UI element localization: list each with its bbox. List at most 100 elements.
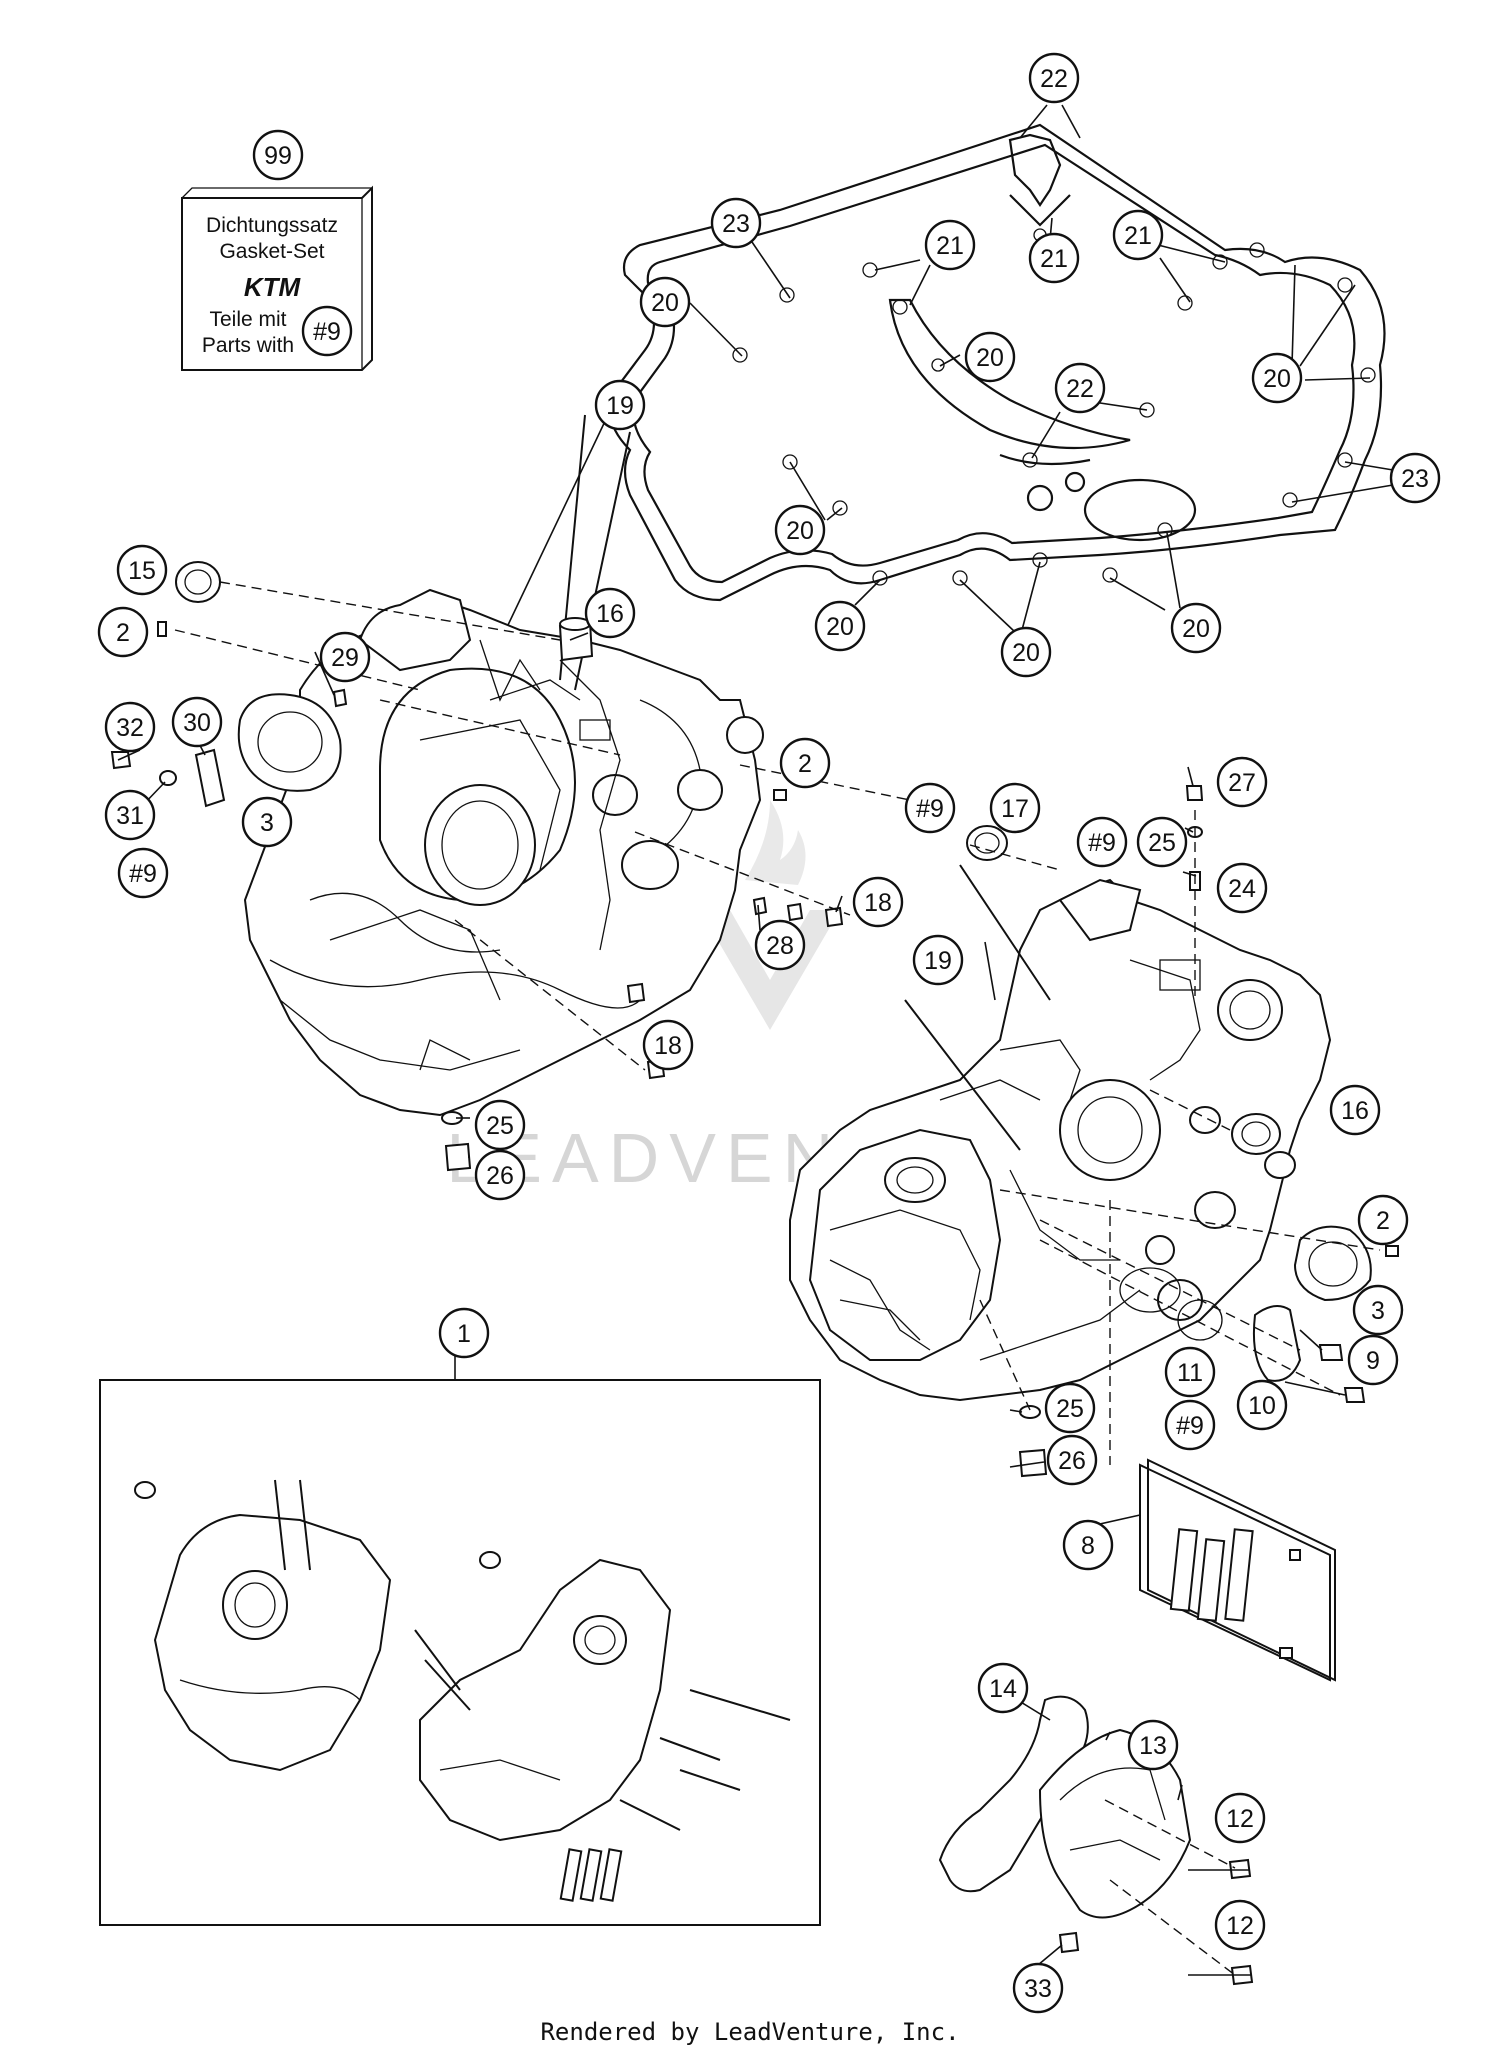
callout-20g (1170, 602, 1222, 654)
callout-15 (116, 544, 168, 596)
callout-20g-label: 20 (1182, 615, 1210, 643)
kit-ref-label: #9 (313, 318, 341, 346)
callout-28-label: 28 (766, 932, 794, 960)
callout-17-label: 17 (1001, 795, 1029, 823)
callout-20b (964, 331, 1016, 383)
callout-28 (754, 919, 806, 971)
callout-20c-label: 20 (1263, 365, 1291, 393)
callout-2a-label: 2 (116, 619, 130, 647)
callout-16b (1329, 1084, 1381, 1136)
callout-1-label: 1 (457, 1320, 471, 1348)
callout-20a (639, 276, 691, 328)
callout-12a-label: 12 (1226, 1805, 1254, 1833)
callouts: 99 22 23 21 21 21 20 20 20 22 23 20 20 2… (97, 52, 1441, 2014)
callout-20e-label: 20 (826, 613, 854, 641)
callout-12b (1214, 1899, 1266, 1951)
callout-23b-label: 23 (1401, 465, 1429, 493)
callout-3a (241, 796, 293, 848)
callout-25b (474, 1099, 526, 1151)
callout-27-label: 27 (1228, 769, 1256, 797)
callout-23a-label: 23 (722, 210, 750, 238)
kit-line-3: Teile mit (209, 308, 286, 331)
callout-13 (1127, 1719, 1179, 1771)
callout-20e (814, 600, 866, 652)
sprocket-cover-parts (938, 1695, 1254, 1986)
callout-15-label: 15 (128, 557, 156, 585)
callout-11 (1164, 1346, 1216, 1398)
callout-3a-label: 3 (260, 809, 274, 837)
ref-9d (1164, 1399, 1216, 1451)
kit-line-2: Gasket-Set (219, 240, 324, 263)
callout-9 (1347, 1334, 1399, 1386)
callout-26b (1046, 1434, 1098, 1486)
callout-8 (1062, 1519, 1114, 1571)
callout-9-label: 9 (1366, 1347, 1380, 1375)
callout-16a-label: 16 (596, 600, 624, 628)
callout-16b-label: 16 (1341, 1097, 1369, 1125)
ref-9c (1076, 816, 1128, 868)
callout-10 (1236, 1379, 1288, 1431)
callout-21c-label: 21 (1124, 222, 1152, 250)
leader-lines (117, 104, 1394, 1976)
right-crankcase-half (789, 878, 1332, 1402)
callout-23b (1389, 452, 1441, 504)
right-small-parts (904, 785, 1399, 1478)
callout-19a-label: 19 (606, 392, 634, 420)
ktm-logo: KTM (244, 272, 302, 302)
callout-24-label: 24 (1228, 875, 1256, 903)
ref-9c-label: #9 (1088, 829, 1116, 857)
ref-9a (117, 847, 169, 899)
ref-9b-label: #9 (916, 795, 944, 823)
callout-11-label: 11 (1177, 1359, 1203, 1387)
callout-10-label: 10 (1248, 1392, 1276, 1420)
callout-2b (779, 737, 831, 789)
ref-9a-label: #9 (129, 860, 157, 888)
callout-33-label: 33 (1024, 1975, 1052, 2003)
callout-31 (104, 789, 156, 841)
callout-30-label: 30 (183, 709, 211, 737)
callout-20a-label: 20 (651, 289, 679, 317)
callout-2c (1357, 1194, 1409, 1246)
callout-25c (1044, 1382, 1096, 1434)
left-small-parts (110, 414, 844, 1172)
callout-21b (1028, 232, 1080, 284)
callout-2b-label: 2 (798, 750, 812, 778)
callout-20b-label: 20 (976, 344, 1004, 372)
callout-32 (104, 701, 156, 753)
callout-1 (438, 1307, 490, 1359)
callout-20f-label: 20 (1012, 639, 1040, 667)
callout-22b-label: 22 (1066, 375, 1094, 403)
gasket-kit-box: Dichtungssatz Gasket-Set KTM Teile mit P… (181, 185, 373, 371)
filter-kit-box (1139, 1458, 1336, 1682)
callout-25b-label: 25 (486, 1112, 514, 1140)
callout-26a-label: 26 (486, 1162, 514, 1190)
callout-31-label: 31 (116, 802, 144, 830)
callout-20d-label: 20 (786, 517, 814, 545)
callout-20f (1000, 626, 1052, 678)
callout-99-label: 99 (264, 142, 292, 170)
ref-9b (904, 782, 956, 834)
callout-25a (1136, 816, 1188, 868)
kit-ref-circle (301, 305, 353, 357)
callout-29 (319, 631, 371, 683)
callout-20d (774, 504, 826, 556)
callout-33 (1012, 1962, 1064, 2014)
callout-18a (852, 876, 904, 928)
callout-12a (1214, 1792, 1266, 1844)
callout-32-label: 32 (116, 714, 144, 742)
kit-line-4: Parts with (202, 334, 294, 357)
callout-3b-label: 3 (1371, 1297, 1385, 1325)
callout-25a-label: 25 (1148, 829, 1176, 857)
callout-21a (924, 219, 976, 271)
kit-line-1: Dichtungssatz (206, 214, 338, 237)
callout-17 (989, 782, 1041, 834)
callout-26b-label: 26 (1058, 1447, 1086, 1475)
callout-16a (584, 587, 636, 639)
callout-19b-label: 19 (924, 947, 952, 975)
callout-30 (171, 696, 223, 748)
callout-8-label: 8 (1081, 1532, 1095, 1560)
complete-crankcase-box (99, 1379, 821, 1926)
assembly-axes (174, 581, 1381, 1976)
callout-19b (912, 934, 964, 986)
